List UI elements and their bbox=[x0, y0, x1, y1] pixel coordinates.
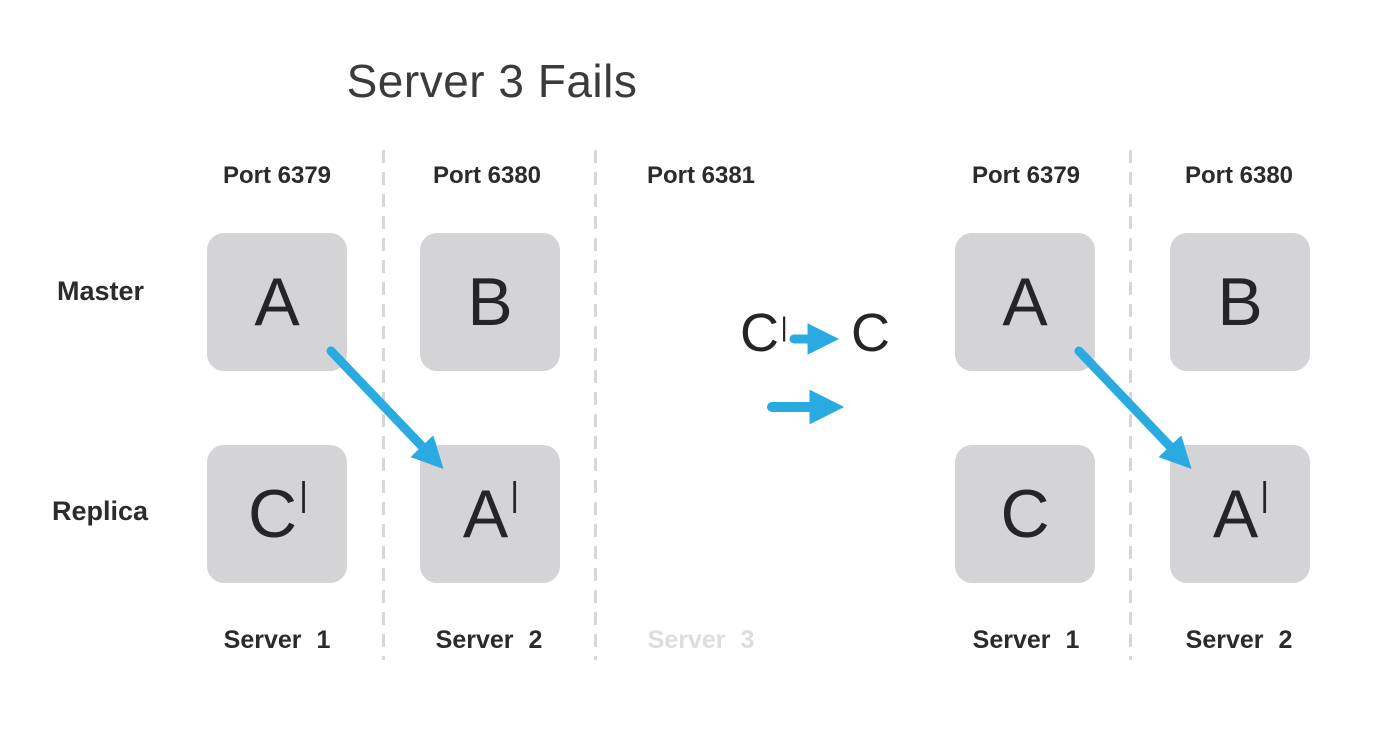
shard-letter: C bbox=[248, 476, 298, 552]
port-label-left-6381: Port 6381 bbox=[646, 162, 756, 189]
prime-mark: | bbox=[780, 312, 788, 343]
divider-left-port6379-6380 bbox=[382, 150, 385, 660]
shard-letter: A bbox=[1002, 264, 1048, 340]
divider-left-port6380-6381 bbox=[594, 150, 597, 660]
server-label-right-2: Server 2 bbox=[1185, 626, 1293, 654]
shard-letter: B bbox=[1217, 264, 1263, 340]
transition-to-letter: C bbox=[851, 303, 890, 363]
port-label-right-6380: Port 6380 bbox=[1184, 162, 1294, 189]
shard-letter: A bbox=[462, 476, 509, 552]
row-label-replica: Replica bbox=[52, 496, 149, 526]
box-right-master-b: B bbox=[1170, 233, 1310, 371]
port-label-right-6379: Port 6379 bbox=[971, 162, 1081, 189]
box-left-master-b: B bbox=[420, 233, 560, 371]
box-left-replica-a-prime: A| bbox=[420, 445, 560, 583]
transition-from-label: C| bbox=[740, 301, 788, 366]
box-right-replica-c: C bbox=[955, 445, 1095, 583]
shard-letter: C bbox=[1000, 476, 1050, 552]
transition-to-label: C bbox=[851, 301, 890, 366]
server-label-left-2: Server 2 bbox=[435, 626, 543, 654]
shard-letter: A bbox=[1212, 476, 1259, 552]
divider-right-port6379-6380 bbox=[1129, 150, 1132, 660]
box-right-replica-a-prime: A| bbox=[1170, 445, 1310, 583]
box-left-master-a: A bbox=[207, 233, 347, 371]
box-left-replica-c-prime: C| bbox=[207, 445, 347, 583]
box-right-master-a: A bbox=[955, 233, 1095, 371]
server-label-right-1: Server 1 bbox=[972, 626, 1080, 654]
row-label-master: Master bbox=[57, 276, 145, 306]
prime-mark: | bbox=[1260, 476, 1270, 515]
diagram-title: Server 3 Fails bbox=[346, 55, 638, 107]
prime-mark: | bbox=[510, 476, 520, 515]
server-label-left-1: Server 1 bbox=[223, 626, 331, 654]
server-label-left-3-failed: Server 3 bbox=[647, 626, 755, 654]
shard-letter: B bbox=[467, 264, 513, 340]
transition-from-letter: C bbox=[740, 303, 779, 363]
shard-letter: A bbox=[254, 264, 300, 340]
port-label-left-6380: Port 6380 bbox=[432, 162, 542, 189]
prime-mark: | bbox=[299, 476, 308, 515]
port-label-left-6379: Port 6379 bbox=[222, 162, 332, 189]
